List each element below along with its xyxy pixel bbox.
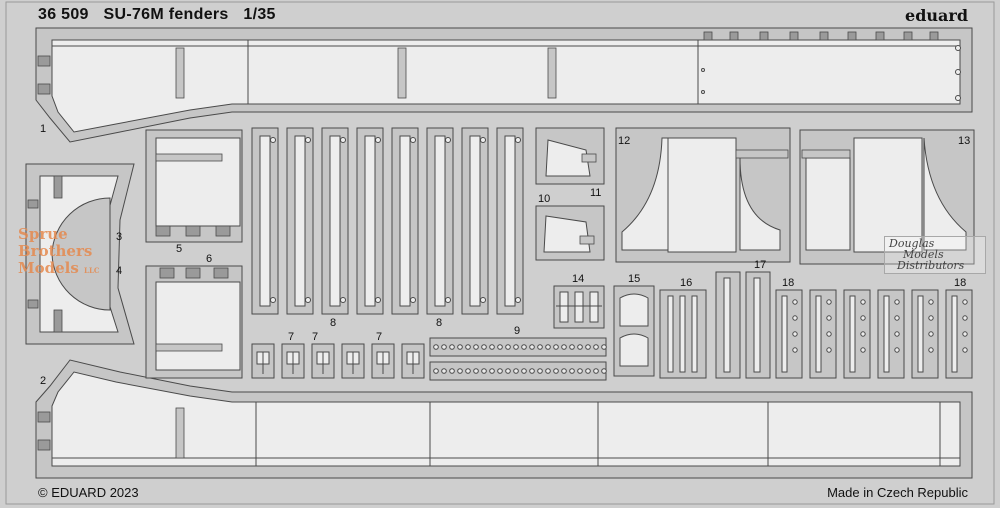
sheet-title: SU-76M fenders (103, 6, 229, 23)
part-number-label: 4 (116, 265, 122, 277)
part-2-fender (35, 359, 973, 479)
part-number-label: 7 (376, 331, 382, 343)
part-number-label: 15 (628, 273, 640, 285)
origin-text: Made in Czech Republic (827, 485, 968, 500)
part-8-strips (251, 127, 524, 315)
watermark-line-3-text: Models (18, 259, 79, 277)
part-number-label: 2 (40, 375, 46, 387)
sheet-header: 36 509 SU-76M fenders 1/35 (38, 6, 286, 24)
part-number-label: 6 (206, 253, 212, 265)
part-3-4-brackets (25, 163, 135, 345)
douglas-line-1: Douglas (889, 237, 935, 250)
part-13 (799, 129, 975, 265)
copyright-text: © EDUARD 2023 (38, 485, 139, 500)
part-1-fender (35, 27, 973, 143)
douglas-line-2: Models (903, 248, 944, 261)
part-9-tab-rows (429, 337, 607, 381)
part-number-label: 7 (312, 331, 318, 343)
part-number-label: 16 (680, 277, 692, 289)
part-number-label: 18 (782, 277, 794, 289)
watermark-line-2: Brothers (18, 242, 93, 260)
part-number-label: 11 (590, 187, 601, 199)
part-11 (535, 127, 605, 185)
part-number-label: 12 (618, 135, 630, 147)
part-number-label: 18 (954, 277, 966, 289)
part-6 (145, 265, 243, 379)
part-12 (615, 127, 791, 263)
sprue-brothers-watermark: Sprue Brothers Models LLC (18, 226, 99, 279)
part-number-label: 8 (436, 317, 442, 329)
part-16 (659, 289, 707, 379)
watermark-line-3: Models LLC (18, 260, 99, 279)
part-number-label: 3 (116, 231, 122, 243)
part-number-label: 10 (538, 193, 550, 205)
part-number-label: 5 (176, 243, 182, 255)
douglas-line-3: Distributors (897, 259, 965, 272)
part-number-label: 14 (572, 273, 584, 285)
part-17 (715, 271, 771, 379)
part-number-label: 7 (288, 331, 294, 343)
sheet-scale: 1/35 (243, 6, 276, 23)
part-18 (775, 289, 973, 379)
part-10 (535, 205, 605, 261)
part-number-label: 8 (330, 317, 336, 329)
douglas-watermark: Douglas Models Distributors (884, 236, 986, 274)
part-number-label: 17 (754, 259, 766, 271)
brand-logo: eduard (905, 6, 968, 25)
part-number-label: 1 (40, 123, 46, 135)
part-7-clips (251, 343, 425, 379)
catalog-number: 36 509 (38, 6, 89, 23)
part-number-label: 9 (514, 325, 520, 337)
part-number-label: 13 (958, 135, 970, 147)
part-15 (613, 285, 655, 377)
part-14 (553, 285, 605, 329)
watermark-suffix: LLC (84, 266, 100, 275)
part-5 (145, 129, 243, 243)
watermark-line-1: Sprue (18, 225, 68, 243)
